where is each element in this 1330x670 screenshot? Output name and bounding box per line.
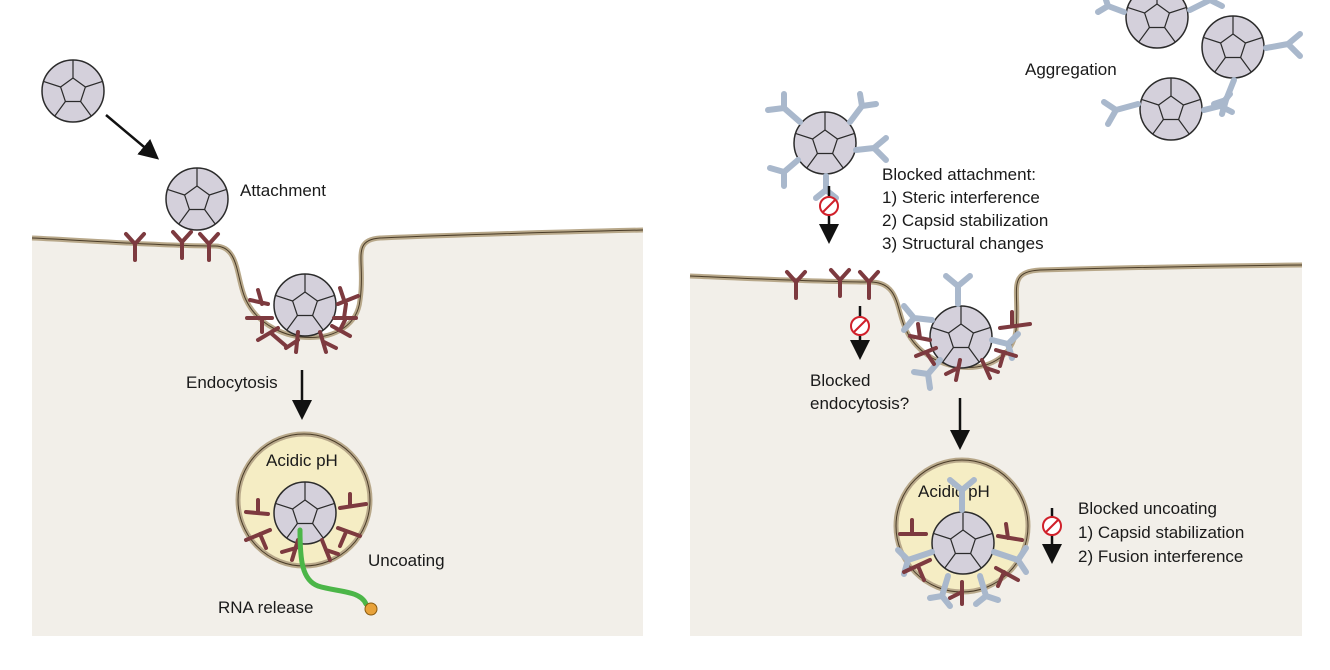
- label-acidic-ph-right: Acidic pH: [918, 482, 990, 501]
- label-uncoating: Uncoating: [368, 551, 445, 570]
- rna-cap-icon: [364, 602, 378, 616]
- label-blocked-endocytosis: Blocked: [810, 371, 870, 390]
- aggregation-cluster: [1095, 0, 1303, 141]
- blocked-attachment-item: 1) Steric interference: [882, 188, 1040, 207]
- label-blocked-attachment: Blocked attachment:: [882, 165, 1036, 184]
- virus-capsid-icon: [1139, 77, 1203, 141]
- virus-capsid-icon: [273, 273, 337, 337]
- blocked-attachment-item: 2) Capsid stabilization: [882, 211, 1048, 230]
- right-panel: Aggregation Blocked attachment: 1) Steri…: [689, 0, 1303, 636]
- label-endocytosis: Endocytosis: [186, 373, 278, 392]
- antibodies-bound: [765, 91, 889, 201]
- left-panel: Attachment Endocytosis Acidic pH: [31, 59, 644, 636]
- virus-capsid-icon: [1201, 15, 1265, 79]
- label-blocked-uncoating: Blocked uncoating: [1078, 499, 1217, 518]
- label-aggregation: Aggregation: [1025, 60, 1117, 79]
- blocked-icon: [850, 316, 870, 336]
- label-blocked-endocytosis: endocytosis?: [810, 394, 909, 413]
- virus-capsid-icon: [165, 167, 229, 231]
- virus-capsid-icon: [793, 111, 857, 175]
- virus-capsid-icon: [931, 511, 995, 575]
- pit-receptors: [245, 286, 360, 354]
- blocked-uncoating-item: 1) Capsid stabilization: [1078, 523, 1244, 542]
- cell-body-right: [690, 265, 1302, 636]
- rna-strand: [297, 527, 369, 607]
- blocked-uncoating-item: 2) Fusion interference: [1078, 547, 1243, 566]
- pit-receptors-right: [908, 310, 1032, 382]
- label-attachment: Attachment: [240, 181, 326, 200]
- cell-body-left: [32, 230, 643, 636]
- label-rna-release: RNA release: [218, 598, 313, 617]
- pit-antibodies: [901, 273, 1021, 391]
- blocked-attachment-item: 3) Structural changes: [882, 234, 1044, 253]
- blocked-icon: [819, 196, 839, 216]
- label-acidic-ph-left: Acidic pH: [266, 451, 338, 470]
- endosome-receptors-left: [244, 492, 368, 562]
- endosome-receptors-right: [898, 518, 1024, 606]
- blocked-icon: [1042, 516, 1062, 536]
- virus-capsid-icon: [1125, 0, 1189, 49]
- virus-capsid-icon: [41, 59, 105, 123]
- virus-capsid-icon: [273, 481, 337, 545]
- arrow-icon: [105, 114, 160, 160]
